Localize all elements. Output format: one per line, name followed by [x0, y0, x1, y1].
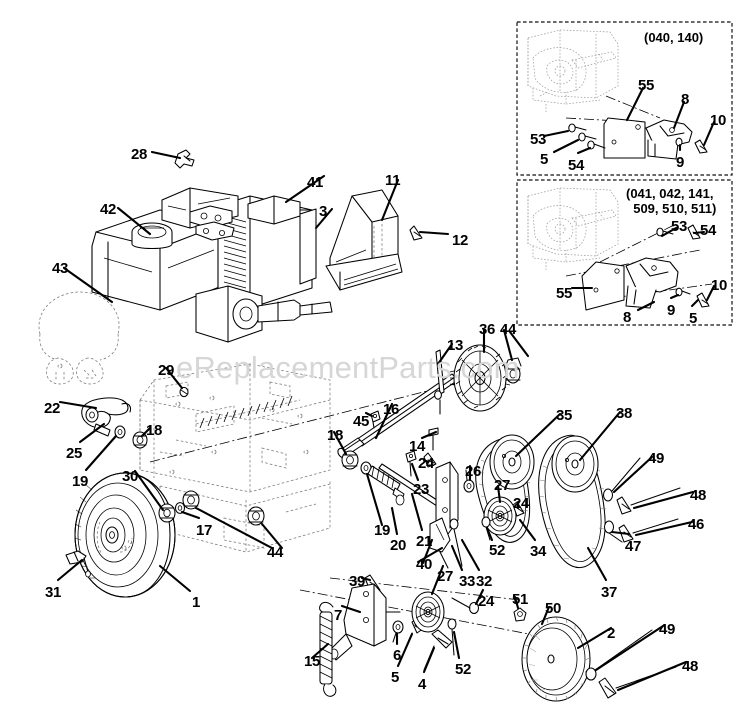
callout-ref-36: 36 [479, 321, 496, 338]
callout-ref-46: 46 [688, 516, 705, 533]
callout-ref-55: 55 [556, 285, 573, 302]
callout-ref-38: 38 [616, 405, 633, 422]
callout-ref-10: 10 [711, 277, 728, 294]
callout-ref-49: 49 [659, 621, 676, 638]
callout-ref-32: 32 [476, 573, 493, 590]
callout-ref-24: 24 [418, 455, 435, 472]
callout-ref-22: 22 [44, 400, 61, 417]
callout-ref-15: 15 [304, 653, 321, 670]
callout-ref-39: 39 [349, 573, 366, 590]
callout-ref-42: 42 [100, 201, 117, 218]
callout-ref-16: 16 [383, 401, 400, 418]
callout-ref-5: 5 [689, 310, 698, 327]
callout-ref-27: 27 [494, 477, 511, 494]
callout-ref-27: 27 [437, 568, 454, 585]
callout-ref-6: 6 [393, 647, 402, 664]
callout-ref-26: 26 [465, 463, 482, 480]
callout-ref-44: 44 [267, 544, 284, 561]
callout-ref-3: 3 [319, 203, 328, 220]
callout-ref-13: 13 [447, 337, 464, 354]
callout-ref-20: 20 [390, 537, 407, 554]
callout-ref-47: 47 [625, 538, 642, 555]
callout-ref-7: 7 [334, 607, 343, 624]
callout-ref-37: 37 [601, 584, 618, 601]
callout-ref-51: 51 [512, 591, 529, 608]
callout-ref-41: 41 [307, 174, 324, 191]
callout-ref-45: 45 [353, 413, 370, 430]
inset-title-top: (040, 140) [644, 30, 704, 45]
callout-ref-28: 28 [131, 146, 148, 163]
callout-ref-8: 8 [623, 309, 632, 326]
callout-ref-9: 9 [676, 154, 685, 171]
callout-ref-43: 43 [52, 260, 69, 277]
callout-ref-49: 49 [648, 450, 665, 467]
callout-ref-33: 33 [459, 573, 476, 590]
callout-ref-11: 11 [385, 172, 401, 189]
callout-ref-2: 2 [607, 625, 616, 642]
callout-ref-48: 48 [682, 658, 699, 675]
callout-ref-9: 9 [667, 302, 676, 319]
callout-ref-18: 18 [327, 427, 344, 444]
callout-ref-44: 44 [500, 321, 517, 338]
callout-ref-14: 14 [409, 438, 426, 455]
callout-ref-19: 19 [374, 522, 391, 539]
callout-ref-17: 17 [196, 522, 213, 539]
callout-ref-25: 25 [66, 445, 83, 462]
callout-ref-55: 55 [638, 77, 655, 94]
callout-ref-34: 34 [530, 543, 547, 560]
callout-ref-21: 21 [416, 533, 433, 550]
callout-ref-18: 18 [146, 422, 163, 439]
callout-ref-19: 19 [72, 473, 89, 490]
callout-ref-40: 40 [416, 556, 433, 573]
callout-ref-53: 53 [530, 131, 547, 148]
callout-ref-30: 30 [122, 468, 139, 485]
callout-ref-29: 29 [158, 362, 175, 379]
inset-title-bottom: (041, 042, 141, 509, 510, 511) [626, 186, 717, 217]
callout-ref-5: 5 [540, 151, 549, 168]
callout-ref-10: 10 [710, 112, 727, 129]
callout-ref-24: 24 [478, 593, 495, 610]
callout-ref-4: 4 [418, 676, 427, 693]
callout-ref-54: 54 [568, 157, 585, 174]
callout-ref-1: 1 [192, 594, 201, 611]
callout-ref-53: 53 [671, 218, 688, 235]
callout-ref-35: 35 [556, 407, 573, 424]
callout-ref-8: 8 [681, 91, 690, 108]
callout-ref-52: 52 [455, 661, 472, 678]
callout-ref-48: 48 [690, 487, 707, 504]
callout-ref-52: 52 [489, 542, 506, 559]
callout-ref-24: 24 [513, 495, 530, 512]
callout-ref-31: 31 [45, 584, 62, 601]
callout-ref-5: 5 [391, 669, 400, 686]
callout-ref-23: 23 [413, 481, 430, 498]
callout-ref-54: 54 [700, 222, 717, 239]
callout-ref-50: 50 [545, 600, 562, 617]
callout-ref-12: 12 [452, 232, 469, 249]
